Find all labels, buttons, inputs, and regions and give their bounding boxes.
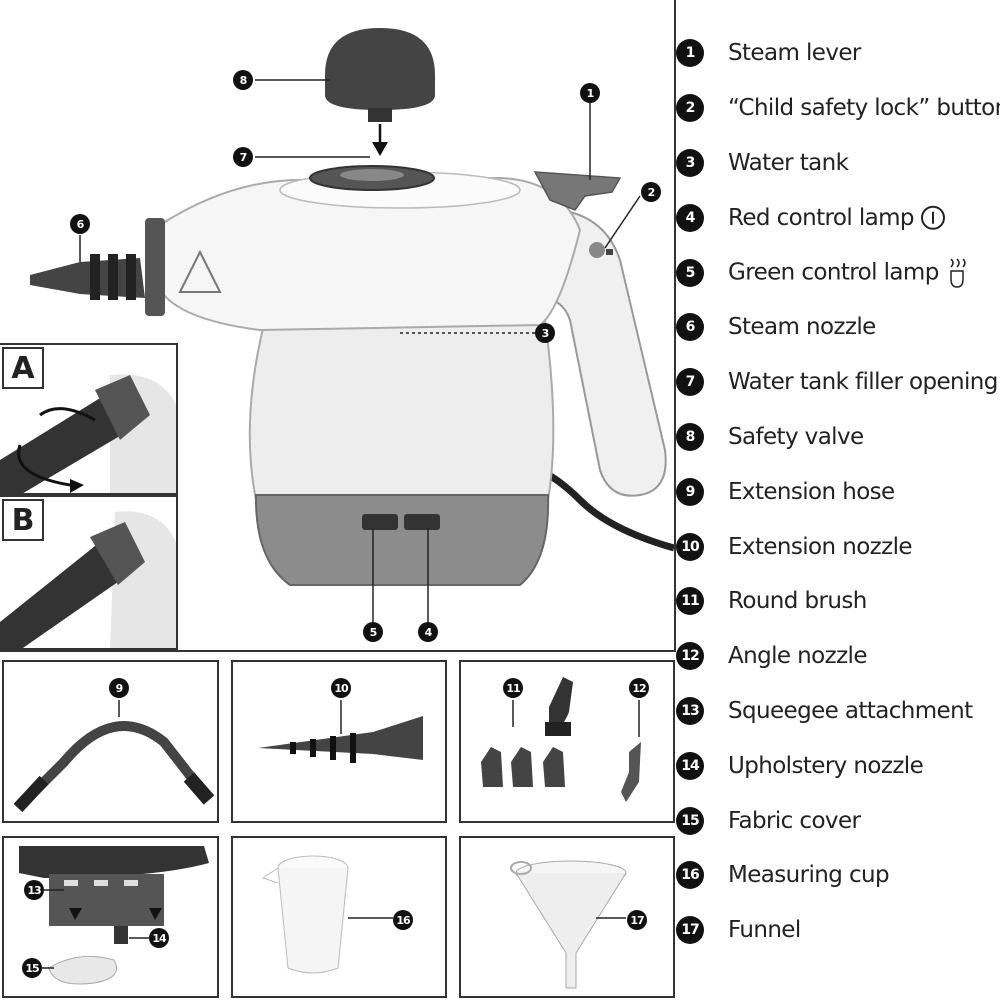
inset-b-panel: B xyxy=(0,495,178,650)
main-product-panel: 8 7 1 2 6 3 5 4 xyxy=(0,0,676,652)
squeegee-upholstery-illustration xyxy=(19,846,209,985)
callout-12: 12 xyxy=(629,678,649,698)
inset-b-illustration xyxy=(0,511,176,648)
legend-number: 7 xyxy=(676,368,704,397)
legend-item-steam-lever: 1 Steam lever xyxy=(672,26,998,81)
extension-hose-illustration xyxy=(13,700,215,813)
legend-number: 9 xyxy=(676,477,704,506)
legend-label: Funnel xyxy=(728,917,801,944)
inset-b-label: B xyxy=(2,499,44,541)
legend-number: 5 xyxy=(676,258,704,287)
legend-item-extension-nozzle: 10 Extension nozzle xyxy=(672,519,998,574)
legend-label: Water tank xyxy=(728,149,849,176)
legend-number: 4 xyxy=(676,203,704,232)
legend-item-child-safety-lock: 2 “Child safety lock” button xyxy=(672,81,1000,136)
legend-label: Angle nozzle xyxy=(728,643,868,670)
legend-item-red-control-lamp: 4 Red control lamp xyxy=(672,190,998,245)
legend-number: 17 xyxy=(676,916,704,945)
callout-1: 1 xyxy=(580,83,600,103)
legend-item-safety-valve: 8 Safety valve xyxy=(672,410,998,465)
legend-item-funnel: 17 Funnel xyxy=(672,903,998,958)
legend-label: Upholstery nozzle xyxy=(728,752,924,779)
legend-label: Round brush xyxy=(728,588,867,615)
legend-number: 11 xyxy=(676,587,704,616)
callout-7: 7 xyxy=(233,147,253,167)
measuring-cup-illustration xyxy=(261,855,393,974)
brush-nozzle-illustration xyxy=(481,677,641,802)
funnel-panel: 17 xyxy=(459,836,675,998)
funnel-illustration xyxy=(510,860,627,989)
steam-symbol-icon xyxy=(949,258,966,288)
callout-14: 14 xyxy=(149,928,169,948)
legend-item-extension-hose: 9 Extension hose xyxy=(672,464,998,519)
callout-15: 15 xyxy=(22,958,42,978)
legend-label: Water tank filler opening xyxy=(728,369,998,396)
callout-17: 17 xyxy=(627,910,647,930)
legend-number: 3 xyxy=(676,148,704,177)
legend-number: 14 xyxy=(676,751,704,780)
extension-hose-panel: 9 xyxy=(2,660,219,823)
legend-number: 15 xyxy=(676,806,704,835)
legend-number: 2 xyxy=(676,94,704,123)
callout-10: 10 xyxy=(331,678,351,698)
legend-number: 10 xyxy=(676,532,704,561)
callout-9: 9 xyxy=(109,678,129,698)
extension-nozzle-panel: 10 xyxy=(231,660,447,823)
callout-5: 5 xyxy=(363,622,383,642)
legend-label: Measuring cup xyxy=(728,862,890,889)
legend-number: 8 xyxy=(676,422,704,451)
callout-11: 11 xyxy=(503,678,523,698)
legend-item-steam-nozzle: 6 Steam nozzle xyxy=(672,300,998,355)
callout-13: 13 xyxy=(24,880,44,900)
legend-item-squeegee-attachment: 13 Squeegee attachment xyxy=(672,684,998,739)
legend-label: Extension nozzle xyxy=(728,533,913,560)
legend-label: Steam lever xyxy=(728,40,861,67)
legend-item-green-control-lamp: 5 Green control lamp xyxy=(672,245,998,300)
legend-label: Safety valve xyxy=(728,423,864,450)
callout-8: 8 xyxy=(233,70,253,90)
parts-legend: 1 Steam lever 2 “Child safety lock” butt… xyxy=(672,26,1000,958)
steam-cleaner-illustration xyxy=(30,28,674,624)
legend-label: Extension hose xyxy=(728,478,895,505)
legend-label: Red control lamp xyxy=(728,204,915,231)
power-symbol-icon xyxy=(920,206,945,231)
callout-3: 3 xyxy=(535,323,555,343)
legend-number: 6 xyxy=(676,313,704,342)
measuring-cup-panel: 16 xyxy=(231,836,447,998)
legend-label: Steam nozzle xyxy=(728,314,876,341)
inset-a-illustration xyxy=(0,374,176,493)
callout-4: 4 xyxy=(418,622,438,642)
extension-nozzle-illustration xyxy=(258,700,423,763)
legend-item-water-tank: 3 Water tank xyxy=(672,136,998,191)
legend-number: 13 xyxy=(676,696,704,725)
inset-a-label: A xyxy=(2,347,44,389)
legend-label: Green control lamp xyxy=(728,259,939,286)
brush-nozzle-panel: 11 12 xyxy=(459,660,675,823)
legend-item-upholstery-nozzle: 14 Upholstery nozzle xyxy=(672,738,998,793)
squeegee-upholstery-panel: 13 14 15 xyxy=(2,836,219,998)
legend-label: Fabric cover xyxy=(728,807,861,834)
legend-number: 12 xyxy=(676,642,704,671)
legend-label: Squeegee attachment xyxy=(728,697,973,724)
callout-16: 16 xyxy=(393,910,413,930)
callout-2: 2 xyxy=(641,182,661,202)
legend-item-angle-nozzle: 12 Angle nozzle xyxy=(672,629,998,684)
inset-a-panel: A xyxy=(0,343,178,495)
callout-6: 6 xyxy=(70,214,90,234)
legend-item-measuring-cup: 16 Measuring cup xyxy=(672,848,998,903)
legend-item-water-tank-filler-opening: 7 Water tank filler opening xyxy=(672,355,998,410)
legend-item-round-brush: 11 Round brush xyxy=(672,574,998,629)
legend-number: 1 xyxy=(676,39,704,68)
legend-item-fabric-cover: 15 Fabric cover xyxy=(672,793,998,848)
legend-number: 16 xyxy=(676,861,704,890)
legend-label: “Child safety lock” button xyxy=(728,95,1000,122)
